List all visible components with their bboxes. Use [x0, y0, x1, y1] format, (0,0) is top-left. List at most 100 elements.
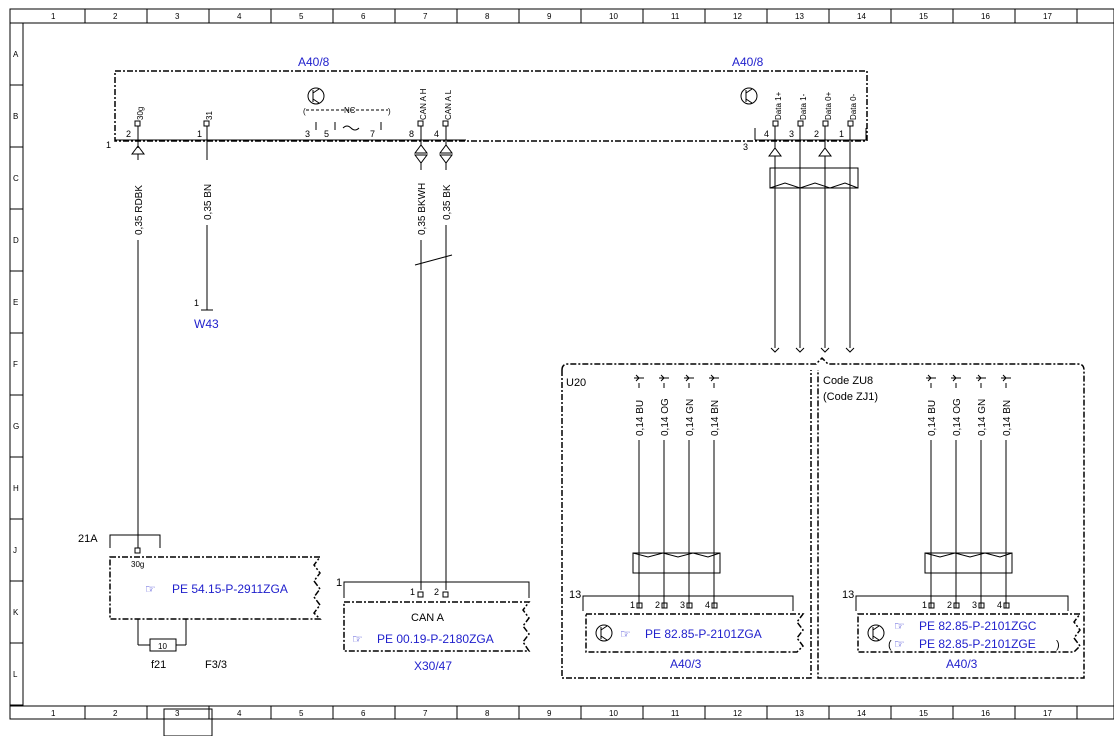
diagram-frame — [9, 8, 1114, 720]
reference-link-zu8-2[interactable]: ( ☞ PE 82.85-P-2101ZGE ) — [888, 637, 1060, 651]
main-connector-number: 1 — [106, 140, 111, 150]
right-connector-number: 3 — [743, 142, 748, 152]
switch-symbol — [342, 125, 360, 131]
row-letter: E — [13, 298, 18, 307]
column-number: 13 — [795, 709, 804, 718]
column-number: 14 — [857, 12, 866, 21]
pin-7: 7 — [370, 122, 382, 139]
column-number: 4 — [237, 709, 242, 718]
code-zu8-label: Code ZU8 — [823, 375, 873, 387]
fuse-value: 10 — [158, 642, 167, 651]
row-letter: C — [13, 174, 19, 183]
x30-47-label: X30/47 — [414, 659, 452, 673]
wire-rdbk-label: 0,35 RDBK — [134, 185, 145, 235]
a40-3-right-label: A40/3 — [946, 657, 978, 671]
zu8-link-1-text[interactable]: PE 82.85-P-2101ZGC — [919, 619, 1037, 633]
row-letter: A — [13, 50, 19, 59]
row-letter: L — [13, 670, 18, 679]
svg-text:2: 2 — [814, 129, 819, 139]
hand-pointer-icon: ☞ — [894, 637, 905, 651]
wire-bn-label: 0,35 BN — [203, 184, 214, 220]
column-number: 16 — [981, 12, 990, 21]
column-number: 12 — [733, 12, 742, 21]
transistor-icon — [595, 624, 613, 642]
u20-region — [561, 370, 812, 679]
reference-link-u20[interactable]: ☞ PE 82.85-P-2101ZGA — [620, 627, 762, 641]
svg-text:2: 2 — [126, 129, 131, 139]
svg-text:Data 0+: Data 0+ — [824, 91, 833, 120]
a40-3-left-label: A40/3 — [670, 657, 702, 671]
transistor-icon — [740, 87, 758, 105]
zu8-a40-3-box — [857, 613, 1082, 653]
column-number: 3 — [175, 709, 180, 718]
open-paren: ( — [888, 639, 892, 651]
a40-8-right-label: A40/8 — [732, 55, 764, 69]
column-number: 11 — [671, 12, 680, 21]
reference-link-zu8-1[interactable]: ☞ PE 82.85-P-2101ZGC — [894, 619, 1037, 633]
u20-label: U20 — [566, 377, 586, 389]
wire-label: 0,14 BN — [710, 400, 721, 436]
twist-marker — [414, 254, 453, 266]
transistor-icon — [867, 624, 885, 642]
a40-8-left-label: A40/8 — [298, 55, 330, 69]
pin-31: 1 31 — [197, 111, 214, 139]
can-connector-number: 1 — [336, 577, 342, 589]
reference-link-fuse[interactable]: ☞ PE 54.15-P-2911ZGA — [145, 582, 288, 596]
column-number: 4 — [237, 12, 242, 21]
column-number: 6 — [361, 12, 366, 21]
svg-text:CAN A L: CAN A L — [444, 89, 453, 120]
column-number: 5 — [299, 709, 304, 718]
reference-link-can[interactable]: ☞ PE 00.19-P-2180ZGA — [352, 632, 494, 646]
can-block-title: CAN A — [411, 612, 445, 624]
svg-text:30g: 30g — [136, 107, 145, 120]
wire-label: 0,14 OG — [660, 398, 671, 436]
code-zj1-label: (Code ZJ1) — [823, 391, 878, 403]
code-zu8-region — [561, 356, 1085, 679]
w43-pin-number: 1 — [194, 298, 199, 308]
row-letter: B — [13, 112, 18, 121]
hand-pointer-icon: ☞ — [352, 632, 363, 646]
svg-text:CAN A H: CAN A H — [419, 88, 428, 120]
row-letter: F — [13, 360, 18, 369]
a40-8-control-unit-box — [114, 70, 868, 142]
zu8-link-2-text[interactable]: PE 82.85-P-2101ZGE — [919, 637, 1036, 651]
fuse-link-text[interactable]: PE 54.15-P-2911ZGA — [172, 582, 288, 596]
wire-label: 0,14 GN — [685, 399, 696, 436]
u20-link-text[interactable]: PE 82.85-P-2101ZGA — [645, 627, 762, 641]
can-pin-2: 2 — [434, 587, 439, 597]
zu8-connector-number: 13 — [842, 589, 854, 601]
column-number: 7 — [423, 709, 428, 718]
svg-text:8: 8 — [409, 129, 414, 139]
column-number: 16 — [981, 709, 990, 718]
column-number: 5 — [299, 12, 304, 21]
column-number: 17 — [1043, 709, 1052, 718]
pin-number: 4 — [997, 600, 1002, 610]
pin-data-0-minus: 1 Data 0- — [839, 93, 858, 139]
column-number: 8 — [485, 709, 490, 718]
svg-text:): ) — [388, 107, 391, 116]
column-number: 17 — [1043, 12, 1052, 21]
fuse-connector-number: 21A — [78, 533, 98, 545]
row-letter: J — [13, 546, 17, 555]
column-number: 7 — [423, 12, 428, 21]
pin-data-1-plus: 4 Data 1+ — [764, 91, 783, 139]
row-letter: G — [13, 422, 19, 431]
can-link-text[interactable]: PE 00.19-P-2180ZGA — [377, 632, 494, 646]
column-number: 8 — [485, 12, 490, 21]
pin-3: 3 — [305, 122, 317, 139]
pin-30g: 2 30g — [126, 107, 145, 139]
svg-text:Data 0-: Data 0- — [849, 93, 858, 120]
fuse-block-box — [109, 556, 322, 620]
fuse-pin-label: 30g — [131, 560, 144, 569]
wire-bk-label: 0,35 BK — [442, 184, 453, 220]
row-letter: H — [13, 484, 19, 493]
column-number: 15 — [919, 12, 928, 21]
svg-text:1: 1 — [197, 129, 202, 139]
column-number: 1 — [51, 709, 56, 718]
pin-can-a-h: 8 CAN A H — [409, 88, 428, 139]
svg-text:Data 1-: Data 1- — [799, 93, 808, 120]
